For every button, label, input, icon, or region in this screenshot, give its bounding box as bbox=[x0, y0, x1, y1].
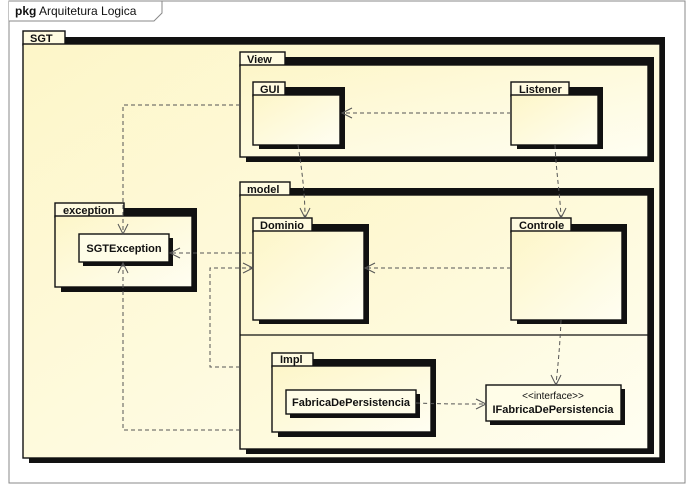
package-view-label: View bbox=[247, 54, 272, 66]
class-fabrica-label: FabricaDePersistencia bbox=[292, 397, 411, 409]
class-fabrica-de-persistencia[interactable]: FabricaDePersistencia bbox=[285, 389, 420, 418]
interface-stereotype: <<interface>> bbox=[522, 391, 584, 402]
interface-ifabrica-de-persistencia[interactable]: <<interface>> IFabricaDePersistencia bbox=[485, 384, 625, 425]
package-dominio[interactable]: Dominio bbox=[252, 217, 369, 324]
dependency-listener-to-controle bbox=[554, 144, 567, 220]
dependency-impl-to-dominio bbox=[209, 262, 255, 368]
package-gui[interactable]: GUI bbox=[252, 81, 345, 149]
package-controle-label: Controle bbox=[519, 220, 564, 232]
frame-title: Arquitetura Logica bbox=[39, 4, 137, 18]
dependency-controle-to-ifabrica bbox=[550, 319, 562, 387]
frame-keyword: pkg bbox=[15, 4, 36, 18]
dependency-fabrica-to-ifabrica bbox=[415, 398, 488, 410]
package-gui-label: GUI bbox=[260, 84, 280, 96]
dependency-model-to-sgt-exception bbox=[117, 261, 240, 431]
package-controle[interactable]: Controle bbox=[510, 217, 627, 324]
dependencies bbox=[117, 104, 567, 431]
package-sgt-label: SGT bbox=[30, 33, 53, 45]
class-sgt-exception[interactable]: SGTException bbox=[78, 233, 173, 266]
package-exception-label: exception bbox=[63, 205, 115, 217]
dependency-gui-to-dominio bbox=[297, 144, 311, 220]
package-model-label: model bbox=[247, 184, 279, 196]
package-impl-label: Impl bbox=[280, 354, 303, 366]
package-listener[interactable]: Listener bbox=[510, 81, 603, 149]
package-dominio-label: Dominio bbox=[260, 220, 304, 232]
package-listener-label: Listener bbox=[519, 84, 563, 96]
dependency-dominio-to-sgt-exception bbox=[168, 247, 253, 259]
class-sgt-exception-label: SGTException bbox=[86, 243, 161, 255]
dependency-controle-to-dominio bbox=[363, 262, 511, 274]
interface-ifabrica-label: IFabricaDePersistencia bbox=[492, 404, 614, 416]
dependency-view-to-sgt-exception bbox=[117, 104, 240, 236]
dependency-listener-to-gui bbox=[340, 107, 511, 119]
